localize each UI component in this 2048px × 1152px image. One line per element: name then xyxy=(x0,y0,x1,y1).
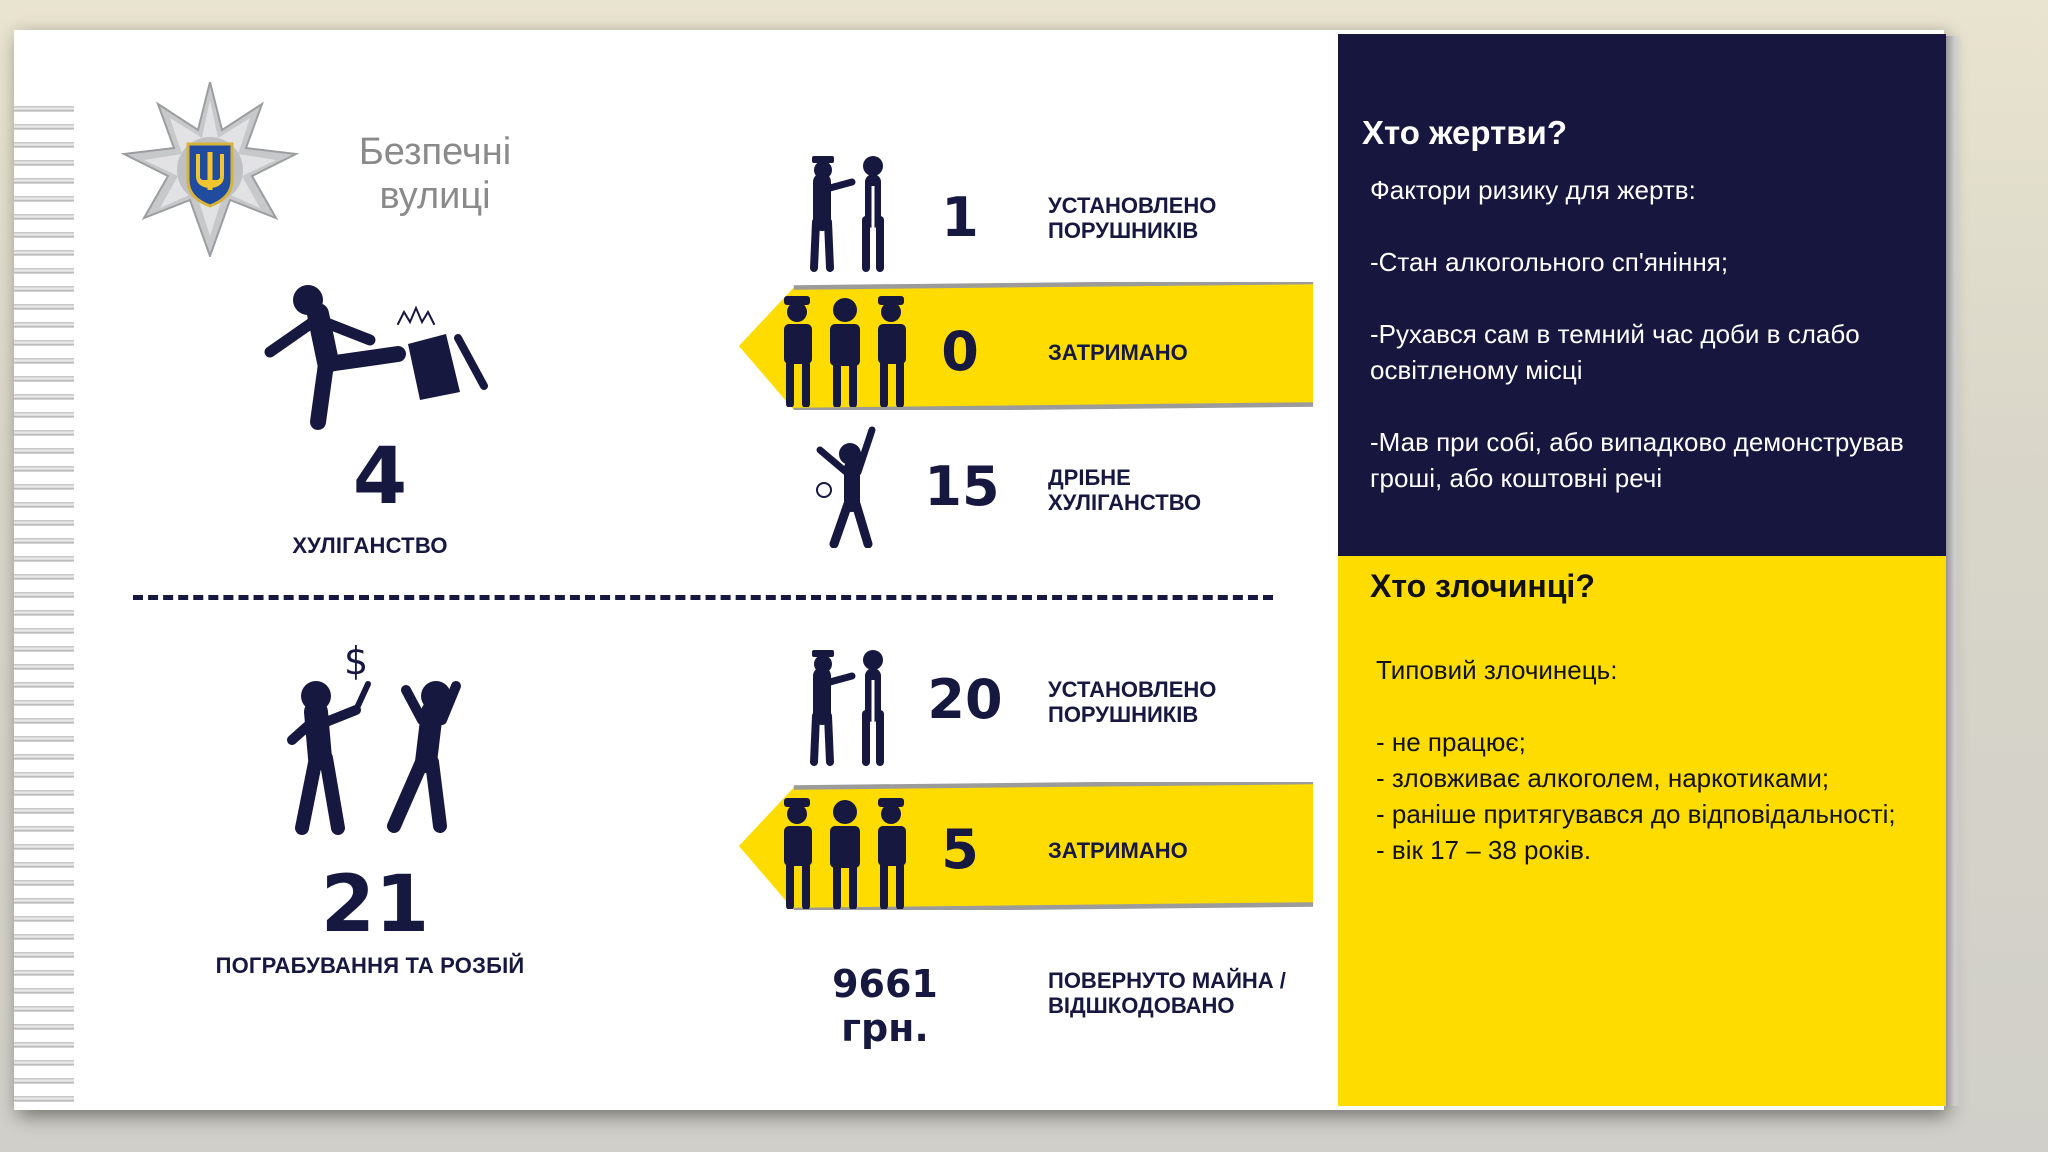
hooliganism-detained-count: 0 xyxy=(941,320,979,383)
logo-line-2: вулиці xyxy=(379,175,491,217)
section-divider xyxy=(133,595,1273,600)
police-officer-with-suspect-icon xyxy=(810,156,884,272)
trident-icon xyxy=(196,152,224,190)
hooliganism-identified-label: УСТАНОВЛЕНО ПОРУШНИКІВ xyxy=(1048,193,1216,243)
offenders-panel: Хто злочинці? Типовий злочинець: - не пр… xyxy=(1338,556,1946,1106)
recovered-label: ПОВЕРНУТО МАЙНА / ВІДШКОДОВАНО xyxy=(1048,968,1286,1018)
hooliganism-identified-label-line2: ПОРУШНИКІВ xyxy=(1048,218,1199,243)
robbery-identified-label: УСТАНОВЛЕНО ПОРУШНИКІВ xyxy=(1048,677,1216,727)
offenders-line: - не працює; xyxy=(1376,727,1526,757)
robbery-attack-icon: $ xyxy=(287,640,461,835)
petty-hooliganism-label: ДРІБНЕ ХУЛІГАНСТВО xyxy=(1048,465,1201,515)
hooliganism-detained-label-line1: ЗАТРИМАНО xyxy=(1048,340,1188,365)
hooligan-shouting-icon xyxy=(816,426,876,548)
petty-hooliganism-count: 15 xyxy=(924,455,1000,518)
offenders-line: Типовий злочинець: xyxy=(1376,655,1618,685)
recovered-label-line2: ВІДШКОДОВАНО xyxy=(1048,993,1235,1018)
hooliganism-detained-label: ЗАТРИМАНО xyxy=(1048,340,1188,365)
robbery-identified-label-line2: ПОРУШНИКІВ xyxy=(1048,702,1199,727)
petty-hooliganism-label-line2: ХУЛІГАНСТВО xyxy=(1048,490,1202,515)
recovered-amount: 9661 грн. xyxy=(832,962,938,1050)
logo-title: Безпечні вулиці xyxy=(350,130,520,218)
offenders-line: - раніше притягувався до відповідальност… xyxy=(1376,799,1896,829)
vandal-kicking-bin-icon xyxy=(264,285,488,430)
victims-line: -Рухався сам в темний час доби в слабо xyxy=(1370,319,1860,349)
victims-line: гроші, або коштовні речі xyxy=(1370,463,1663,493)
hooliganism-identified-label-line1: УСТАНОВЛЕНО xyxy=(1048,193,1217,218)
page-edge-shadow xyxy=(1944,36,1962,1106)
robbery-count: 21 xyxy=(320,860,430,950)
robbery-identified-label-line1: УСТАНОВЛЕНО xyxy=(1048,677,1217,702)
robbery-detained-count: 5 xyxy=(941,818,979,881)
svg-text:$: $ xyxy=(344,640,368,683)
police-star-emblem-icon xyxy=(120,82,300,257)
victims-line: Фактори ризику для жертв: xyxy=(1370,175,1696,205)
victims-line: -Мав при собі, або випадково демонструва… xyxy=(1370,427,1904,457)
recovered-label-line1: ПОВЕРНУТО МАЙНА / xyxy=(1048,968,1286,993)
hooliganism-identified-count: 1 xyxy=(941,186,979,249)
offenders-line: - вік 17 – 38 років. xyxy=(1376,835,1592,865)
police-officer-with-suspect-icon xyxy=(810,650,884,766)
hooliganism-count: 4 xyxy=(352,432,408,522)
police-arrest-trio-icon xyxy=(784,296,906,407)
victims-title: Хто жертви? xyxy=(1362,114,1567,151)
robbery-detained-label-line1: ЗАТРИМАНО xyxy=(1048,838,1188,863)
logo-line-1: Безпечні xyxy=(358,131,512,173)
offenders-line: - зловживає алкоголем, наркотиками; xyxy=(1376,763,1830,793)
offenders-title: Хто злочинці? xyxy=(1370,568,1595,604)
robbery-detained-label: ЗАТРИМАНО xyxy=(1048,838,1188,863)
robbery-caption: ПОГРАБУВАННЯ ТА РОЗБІЙ xyxy=(215,953,525,978)
victims-panel: Хто жертви? Фактори ризику для жертв: -С… xyxy=(1338,34,1946,556)
hooliganism-caption: ХУЛІГАНСТВО xyxy=(292,533,448,558)
petty-hooliganism-label-line1: ДРІБНЕ xyxy=(1048,465,1131,490)
police-arrest-trio-icon xyxy=(784,798,906,909)
spiral-binding xyxy=(14,98,74,1113)
victims-line: -Стан алкогольного сп'яніння; xyxy=(1370,247,1729,277)
robbery-identified-count: 20 xyxy=(927,668,1003,731)
victims-line: освітленому місці xyxy=(1370,355,1583,385)
